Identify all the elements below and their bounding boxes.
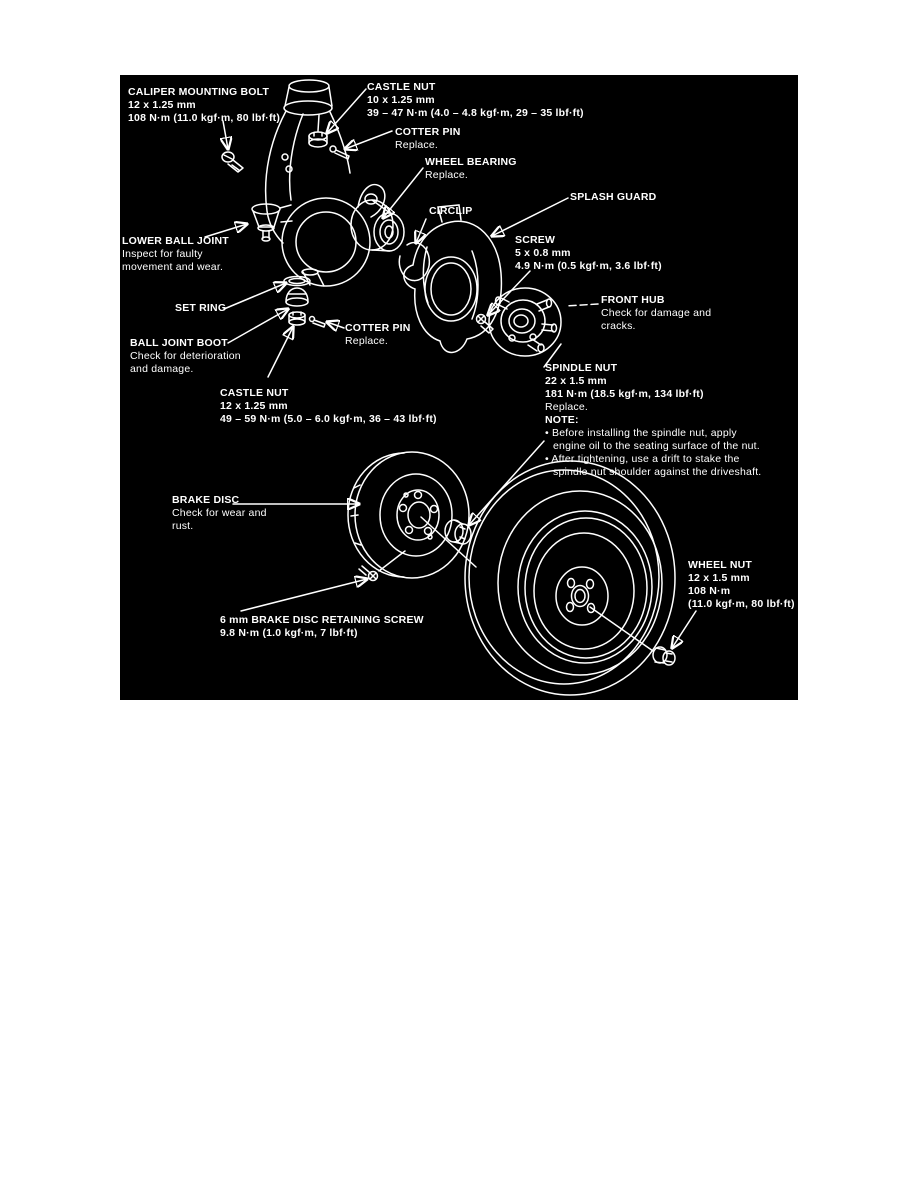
- line-spindle-label-to-hub: [543, 343, 562, 368]
- leader-wheel-bearing: [383, 167, 424, 218]
- castle-nut-top-icon: [308, 131, 328, 148]
- wheel-nut-icon: [652, 646, 676, 666]
- leader-wheel-nut: [672, 610, 697, 648]
- castle-nut-lower-icon: [288, 311, 306, 326]
- label-circlip: CIRCLIP: [429, 205, 473, 217]
- label-wheel-bearing: WHEEL BEARING Replace.: [425, 156, 517, 181]
- line-hub-to-wheel-nut: [589, 606, 654, 652]
- leader-splash-guard: [492, 197, 569, 236]
- line-disc-screw-hole: [378, 550, 406, 572]
- splash-guard-drawing: [403, 204, 503, 354]
- line-disc-axis: [420, 516, 477, 568]
- leader-screw: [488, 270, 531, 315]
- cotter-pin-top-icon: [329, 145, 350, 160]
- exploded-view-diagram: CALIPER MOUNTING BOLT 12 x 1.25 mm 108 N…: [120, 75, 798, 700]
- leader-cotter-pin-mid: [327, 322, 345, 328]
- label-brake-disc: BRAKE DISC Check for wear and rust.: [172, 494, 267, 532]
- leader-circlip: [416, 218, 427, 243]
- diagram-line-art: [204, 79, 697, 696]
- label-wheel-nut: WHEEL NUT 12 x 1.5 mm 108 N·m (11.0 kgf·…: [688, 559, 795, 610]
- brake-disc-drawing: [347, 451, 470, 579]
- ball-joint-boot-drawing: [285, 287, 309, 307]
- label-splash-guard: SPLASH GUARD: [570, 191, 657, 203]
- leader-retaining-screw: [240, 579, 367, 612]
- label-caliper-mounting-bolt: CALIPER MOUNTING BOLT 12 x 1.25 mm 108 N…: [128, 86, 281, 124]
- leader-lines: [204, 88, 697, 652]
- leader-lower-ball-joint: [204, 224, 247, 238]
- wheel-bearing-drawing: [350, 199, 405, 252]
- label-castle-nut-top: CASTLE NUT 10 x 1.25 mm 39 – 47 N·m (4.0…: [367, 81, 584, 119]
- leader-caliper-bolt: [223, 120, 228, 149]
- label-lower-ball-joint: LOWER BALL JOINT Inspect for faulty move…: [122, 235, 229, 273]
- caliper-mounting-bolt-icon: [221, 151, 244, 173]
- label-screw: SCREW 5 x 0.8 mm 4.9 N·m (0.5 kgf·m, 3.6…: [515, 234, 662, 272]
- leader-set-ring: [223, 283, 286, 310]
- label-cotter-pin-top: COTTER PIN Replace.: [395, 126, 461, 151]
- leader-ball-joint-boot: [227, 309, 288, 344]
- label-spindle-nut: SPINDLE NUT 22 x 1.5 mm 181 N·m (18.5 kg…: [545, 362, 762, 478]
- wheel-drawing: [464, 460, 676, 696]
- leader-cotter-pin-top: [345, 130, 393, 149]
- leader-castle-nut-top: [327, 88, 367, 133]
- leader-front-hub: [565, 303, 599, 307]
- label-cotter-pin-mid: COTTER PIN Replace.: [345, 322, 411, 347]
- spindle-nut-icon: [444, 519, 472, 545]
- front-hub-drawing: [488, 287, 562, 357]
- label-castle-nut-lower: CASTLE NUT 12 x 1.25 mm 49 – 59 N·m (5.0…: [220, 387, 437, 425]
- label-retaining-screw: 6 mm BRAKE DISC RETAINING SCREW 9.8 N·m …: [220, 614, 424, 639]
- label-set-ring: SET RING: [175, 302, 227, 314]
- label-front-hub: FRONT HUB Check for damage and cracks.: [601, 294, 712, 332]
- lower-ball-joint-drawing: [251, 203, 281, 242]
- label-ball-joint-boot: BALL JOINT BOOT Check for deterioration …: [130, 337, 241, 375]
- leader-spindle-nut: [469, 440, 545, 525]
- cotter-pin-mid-icon: [308, 315, 326, 328]
- leader-castle-nut-lower: [267, 327, 293, 378]
